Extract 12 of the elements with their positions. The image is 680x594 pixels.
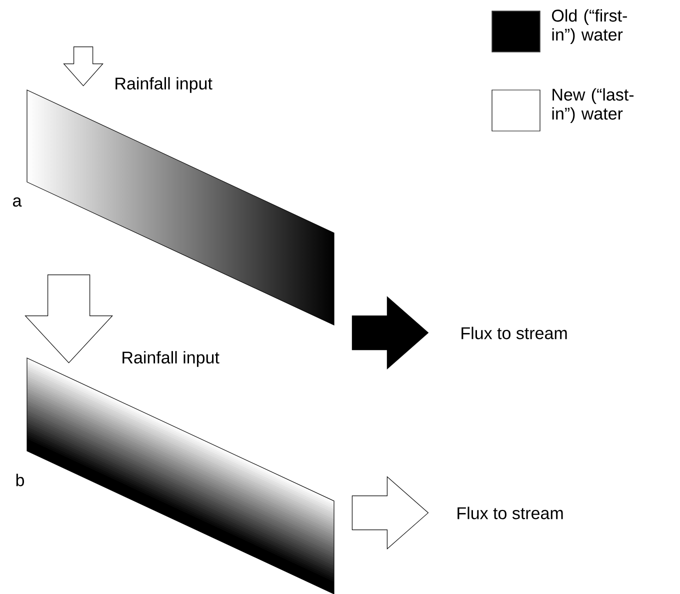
panel-letter: a (13, 197, 22, 207)
block-arrow (352, 476, 429, 550)
block-arrow (63, 46, 104, 86)
edge-label: Flux to stream (462, 326, 567, 340)
panel-letter: b (16, 474, 24, 486)
edge-label: Flux to stream (458, 506, 563, 520)
block-arrow (352, 296, 429, 370)
block-arrow (24, 274, 113, 364)
legend-text: New (“last-in”) water (552, 88, 634, 124)
legend-text: Old (“first-in”) water (552, 9, 627, 44)
edge-label: Rainfall input (122, 351, 220, 367)
edge-label: Rainfall input (116, 77, 212, 93)
